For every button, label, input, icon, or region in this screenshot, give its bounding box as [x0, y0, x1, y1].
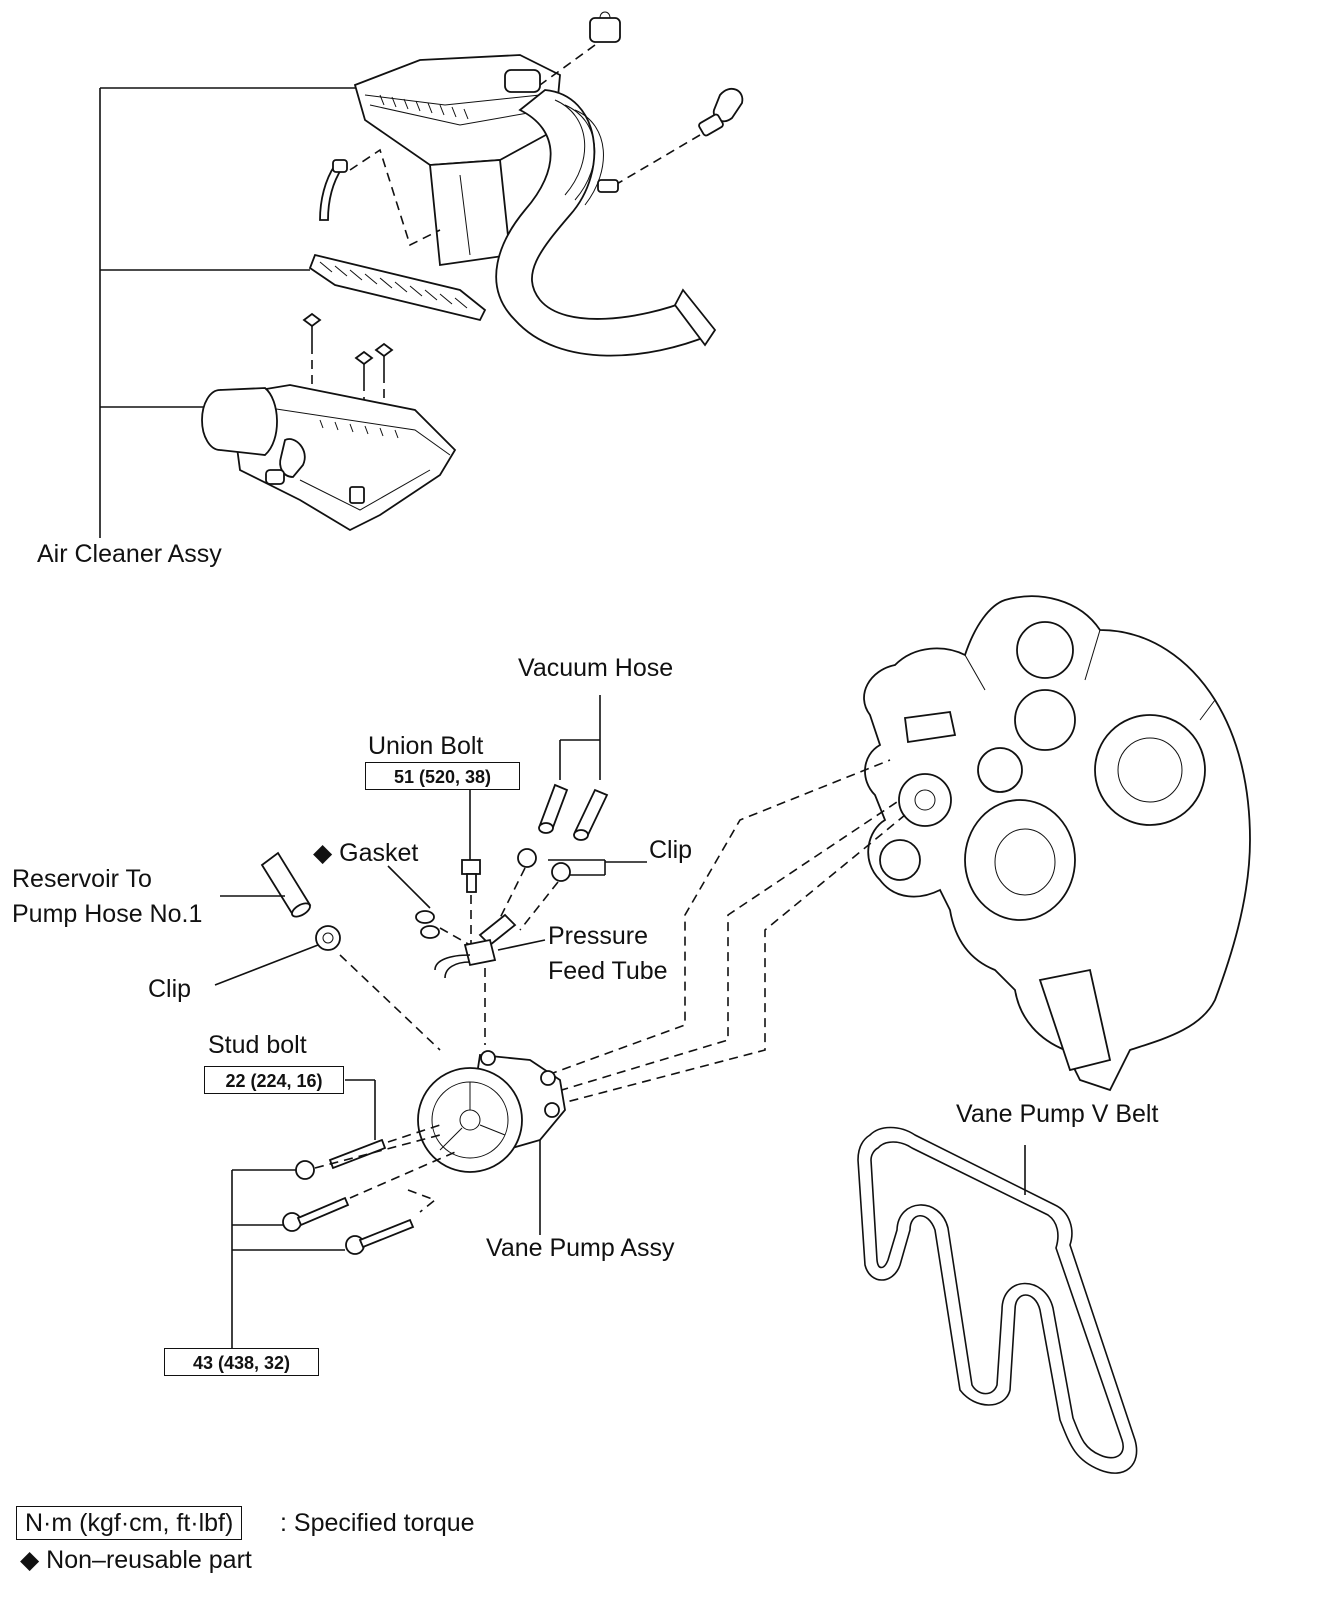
label-reservoir-hose-1: Reservoir To: [12, 865, 152, 893]
mount-bolts-part: [282, 1134, 461, 1255]
small-hose-icon: [319, 148, 441, 247]
pressure-feed-tube: [434, 913, 546, 1045]
engine-outline: [863, 595, 1251, 1092]
reservoir-hose-clip: [214, 925, 441, 1051]
torque-union-bolt: 51 (520, 38): [365, 762, 520, 790]
vacuum-hose-clips: [499, 848, 647, 931]
label-vacuum-hose: Vacuum Hose: [518, 654, 674, 682]
label-gasket: ◆ Gasket: [313, 839, 419, 867]
legend-torque-desc: : Specified torque: [280, 1509, 475, 1537]
label-clip-reservoir: Clip: [148, 975, 192, 1003]
air-cleaner-bracket: [99, 87, 360, 538]
label-pressure-feed-2: Feed Tube: [548, 957, 668, 985]
label-stud-bolt: Stud bolt: [208, 1031, 307, 1059]
torque-mount-bolts: 43 (438, 32): [164, 1348, 319, 1376]
mount-bolts-bracket: [231, 1169, 345, 1350]
label-air-cleaner-assy: Air Cleaner Assy: [37, 540, 222, 568]
label-clip-vacuum: Clip: [649, 836, 693, 864]
pump-to-engine-guides: [519, 759, 906, 1106]
connector-icon: [539, 11, 621, 86]
torque-stud-bolt: 22 (224, 16): [204, 1066, 344, 1094]
reservoir-hose-part: [220, 851, 312, 918]
stud-bolt-part: [328, 1079, 441, 1170]
label-union-bolt: Union Bolt: [368, 732, 484, 760]
vacuum-hoses: [538, 695, 609, 841]
label-reservoir-hose-2: Pump Hose No.1: [12, 900, 203, 928]
air-temp-sensor-icon: [597, 87, 744, 193]
label-pressure-feed-1: Pressure: [548, 922, 649, 950]
label-vane-pump-assy: Vane Pump Assy: [486, 1234, 675, 1262]
legend-non-reusable: ◆ Non–reusable part: [20, 1546, 252, 1574]
vane-pump-part: [417, 1050, 566, 1235]
legend-torque-box: N·m (kgf·cm, ft·lbf): [16, 1506, 243, 1540]
air-cleaner-cap: [353, 54, 717, 357]
v-belt: [857, 1126, 1138, 1474]
union-bolt-part: [461, 790, 481, 945]
gasket-part: [387, 865, 471, 946]
air-cleaner-case: [201, 384, 457, 532]
air-filter-element: [308, 253, 487, 322]
label-vane-pump-v-belt: Vane Pump V Belt: [956, 1100, 1159, 1128]
